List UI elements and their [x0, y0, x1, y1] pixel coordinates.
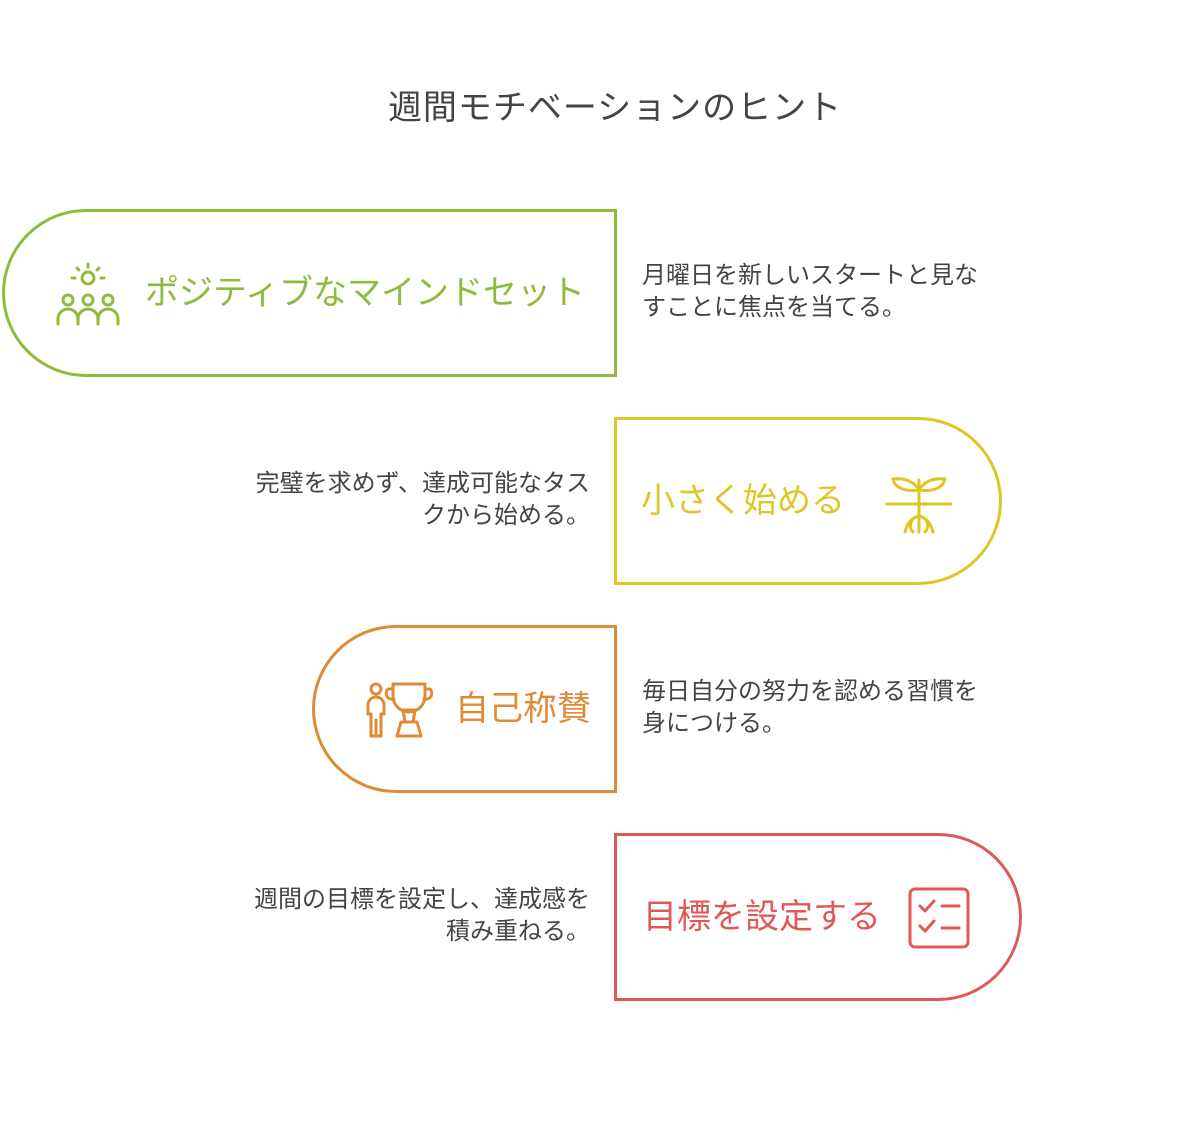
step-2-pill: 小さく始める: [614, 417, 1002, 585]
step-2-description-line-1: 完璧を求めず、達成可能なタス: [255, 469, 590, 497]
step-2-description: 完璧を求めず、達成可能なタス クから始める。: [256, 467, 590, 531]
step-1-pill: ポジティブなマインドセット: [2, 209, 617, 377]
step-4-label: 目標を設定する: [643, 897, 881, 937]
step-1-description-line-2: すことに焦点を当てる。: [642, 293, 906, 321]
step-3-description: 毎日自分の努力を認める習慣を 身につける。: [642, 675, 978, 739]
step-3-pill: 自己称賛: [312, 625, 617, 793]
step-3-description-line-1: 毎日自分の努力を認める習慣を: [642, 677, 978, 705]
step-1-description-line-1: 月曜日を新しいスタートと見な: [642, 261, 978, 289]
step-2-description-line-2: クから始める。: [422, 501, 590, 529]
step-4-description-line-1: 週間の目標を設定し、達成感を: [254, 885, 590, 913]
step-1-description: 月曜日を新しいスタートと見な すことに焦点を当てる。: [642, 259, 978, 323]
step-4-pill: 目標を設定する: [614, 833, 1022, 1001]
checklist-icon: [908, 887, 970, 949]
trophy-person-icon: [366, 682, 433, 738]
step-4-description: 週間の目標を設定し、達成感を 積み重ねる。: [254, 883, 590, 947]
sprout-icon: [885, 477, 953, 534]
step-3-label: 自己称賛: [455, 689, 591, 729]
diagram-title: 週間モチベーションのヒント: [387, 88, 843, 128]
step-2-label: 小さく始める: [641, 481, 845, 521]
group-people-icon: [56, 262, 120, 326]
step-1-label: ポジティブなマインドセット: [145, 273, 585, 313]
step-4-description-line-2: 積み重ねる。: [446, 917, 590, 945]
step-3-description-line-2: 身につける。: [642, 709, 786, 737]
